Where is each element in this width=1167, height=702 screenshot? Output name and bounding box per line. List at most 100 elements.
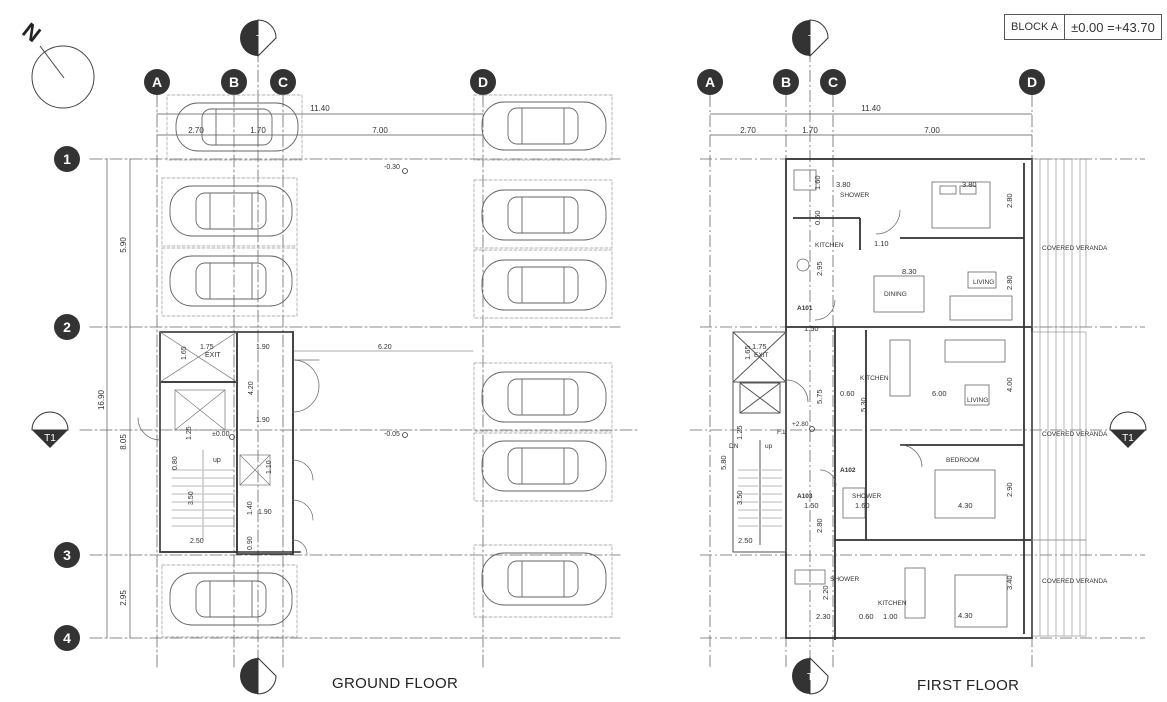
grid-column-bubbles: A B C D bbox=[144, 69, 496, 95]
svg-text:EXIT: EXIT bbox=[205, 352, 221, 359]
svg-text:6.00: 6.00 bbox=[932, 389, 947, 398]
svg-text:up: up bbox=[765, 443, 773, 450]
svg-text:T1: T1 bbox=[44, 433, 56, 444]
svg-text:COVERED VERANDA: COVERED VERANDA bbox=[1042, 578, 1108, 585]
svg-text:0.60: 0.60 bbox=[840, 389, 855, 398]
svg-text:SHOWER: SHOWER bbox=[840, 192, 870, 199]
north-arrow-icon: N bbox=[18, 18, 95, 109]
svg-text:1.65: 1.65 bbox=[743, 345, 752, 360]
svg-text:4.30: 4.30 bbox=[958, 501, 973, 510]
svg-text:COVERED VERANDA: COVERED VERANDA bbox=[1042, 431, 1108, 438]
svg-text:-0.30: -0.30 bbox=[384, 164, 400, 171]
svg-text:1.00: 1.00 bbox=[883, 612, 898, 621]
svg-text:4.00: 4.00 bbox=[1005, 377, 1014, 392]
svg-text:0.60: 0.60 bbox=[859, 612, 874, 621]
svg-text:1.10: 1.10 bbox=[266, 460, 273, 474]
svg-text:DN: DN bbox=[729, 443, 739, 450]
svg-text:4.30: 4.30 bbox=[958, 611, 973, 620]
covered-verandas bbox=[1031, 158, 1087, 637]
first-floor-title: FIRST FLOOR bbox=[917, 677, 1020, 694]
svg-text:1.10: 1.10 bbox=[874, 239, 889, 248]
svg-text:A101: A101 bbox=[797, 305, 813, 312]
svg-text:COVERED VERANDA: COVERED VERANDA bbox=[1042, 245, 1108, 252]
section-marker-t2-first-top: T2 bbox=[792, 19, 829, 58]
svg-text:1.25: 1.25 bbox=[186, 426, 193, 440]
block-label: BLOCK A bbox=[1011, 21, 1059, 33]
grid-row-3: 3 bbox=[63, 547, 71, 563]
svg-text:8.30: 8.30 bbox=[902, 267, 917, 276]
svg-text:1.50: 1.50 bbox=[804, 501, 819, 510]
svg-text:3.50: 3.50 bbox=[735, 490, 744, 505]
svg-text:2.80: 2.80 bbox=[1005, 275, 1014, 290]
grid-row-1: 1 bbox=[63, 151, 71, 167]
parked-cars bbox=[169, 101, 607, 626]
svg-text:2.70: 2.70 bbox=[188, 126, 204, 135]
svg-text:±0.00: ±0.00 bbox=[212, 431, 230, 438]
ground-floor-plan: A B C D 1 2 3 4 T2 bbox=[31, 19, 641, 695]
first-floor-plan: A B C D T2 T2 T1 11.40 2.70 bbox=[690, 19, 1147, 695]
svg-text:1.25: 1.25 bbox=[735, 425, 744, 440]
svg-text:0.50: 0.50 bbox=[813, 210, 822, 225]
svg-text:1.90: 1.90 bbox=[256, 417, 270, 424]
svg-text:11.40: 11.40 bbox=[310, 104, 330, 113]
svg-text:5.90: 5.90 bbox=[119, 237, 128, 253]
first-floor-dims: 3.80 3.80 1.60 2.80 1.10 8.30 2.95 2.80 … bbox=[719, 175, 1014, 621]
ground-floor-title: GROUND FLOOR bbox=[332, 675, 459, 692]
grid-col-c: C bbox=[278, 74, 288, 90]
svg-text:5.30: 5.30 bbox=[859, 397, 868, 412]
svg-text:1.70: 1.70 bbox=[802, 126, 818, 135]
unit-labels: A101 A102 A103 bbox=[797, 305, 856, 500]
north-label: N bbox=[18, 18, 46, 47]
svg-text:-0.05: -0.05 bbox=[384, 431, 400, 438]
svg-text:7.00: 7.00 bbox=[924, 126, 940, 135]
svg-text:3.80: 3.80 bbox=[836, 180, 851, 189]
svg-text:T2: T2 bbox=[807, 672, 819, 683]
svg-text:F.1: F.1 bbox=[777, 429, 786, 436]
svg-text:5.80: 5.80 bbox=[719, 455, 728, 470]
level-label: ±0.00 =+43.70 bbox=[1064, 15, 1161, 39]
svg-text:EXIT: EXIT bbox=[754, 352, 768, 359]
ground-core-walls bbox=[159, 331, 301, 555]
svg-text:1.40: 1.40 bbox=[247, 501, 254, 515]
svg-text:D: D bbox=[1027, 74, 1037, 90]
room-labels: SHOWER KITCHEN DINING LIVING KITCHEN LIV… bbox=[815, 192, 1108, 607]
grid-row-bubbles: 1 2 3 4 bbox=[54, 146, 80, 651]
svg-text:1.60: 1.60 bbox=[813, 175, 822, 190]
svg-text:2.80: 2.80 bbox=[815, 518, 824, 533]
svg-text:2.95: 2.95 bbox=[119, 590, 128, 606]
svg-text:1.90: 1.90 bbox=[258, 509, 272, 516]
svg-text:2.30: 2.30 bbox=[816, 612, 831, 621]
svg-text:8.05: 8.05 bbox=[119, 434, 128, 450]
svg-text:LIVING: LIVING bbox=[973, 279, 994, 286]
svg-text:1.60: 1.60 bbox=[855, 501, 870, 510]
first-floor-walls bbox=[785, 158, 1033, 640]
section-marker-t1-left: T1 bbox=[31, 411, 69, 448]
svg-text:3.80: 3.80 bbox=[962, 180, 977, 189]
svg-text:5.75: 5.75 bbox=[815, 389, 824, 404]
svg-text:7.00: 7.00 bbox=[372, 126, 388, 135]
grid-row-2: 2 bbox=[63, 319, 71, 335]
grid-col-a: A bbox=[152, 74, 162, 90]
svg-text:2.50: 2.50 bbox=[190, 538, 204, 545]
furniture bbox=[793, 169, 1013, 628]
svg-text:1.50: 1.50 bbox=[804, 324, 819, 333]
svg-text:1.75: 1.75 bbox=[752, 342, 767, 351]
svg-text:4.20: 4.20 bbox=[248, 381, 255, 395]
svg-text:0.90: 0.90 bbox=[247, 536, 254, 550]
svg-text:16.90: 16.90 bbox=[97, 389, 106, 410]
section-marker-t2-bottom bbox=[240, 656, 277, 695]
block-level-legend: BLOCK A ±0.00 =+43.70 bbox=[1004, 14, 1162, 40]
svg-text:2.70: 2.70 bbox=[740, 126, 756, 135]
svg-text:LIVING: LIVING bbox=[967, 397, 988, 404]
section-marker-t1-right: T1 bbox=[1109, 411, 1147, 448]
grid-column-bubbles-first: A B C D bbox=[697, 69, 1045, 95]
svg-text:T2: T2 bbox=[256, 34, 268, 45]
svg-text:KITCHEN: KITCHEN bbox=[860, 375, 889, 382]
svg-text:C: C bbox=[828, 74, 838, 90]
svg-text:2.80: 2.80 bbox=[1005, 193, 1014, 208]
svg-text:0.80: 0.80 bbox=[172, 456, 179, 470]
section-marker-t2-top: T2 bbox=[240, 19, 277, 58]
svg-text:+2.80: +2.80 bbox=[792, 421, 809, 428]
svg-text:B: B bbox=[781, 74, 791, 90]
